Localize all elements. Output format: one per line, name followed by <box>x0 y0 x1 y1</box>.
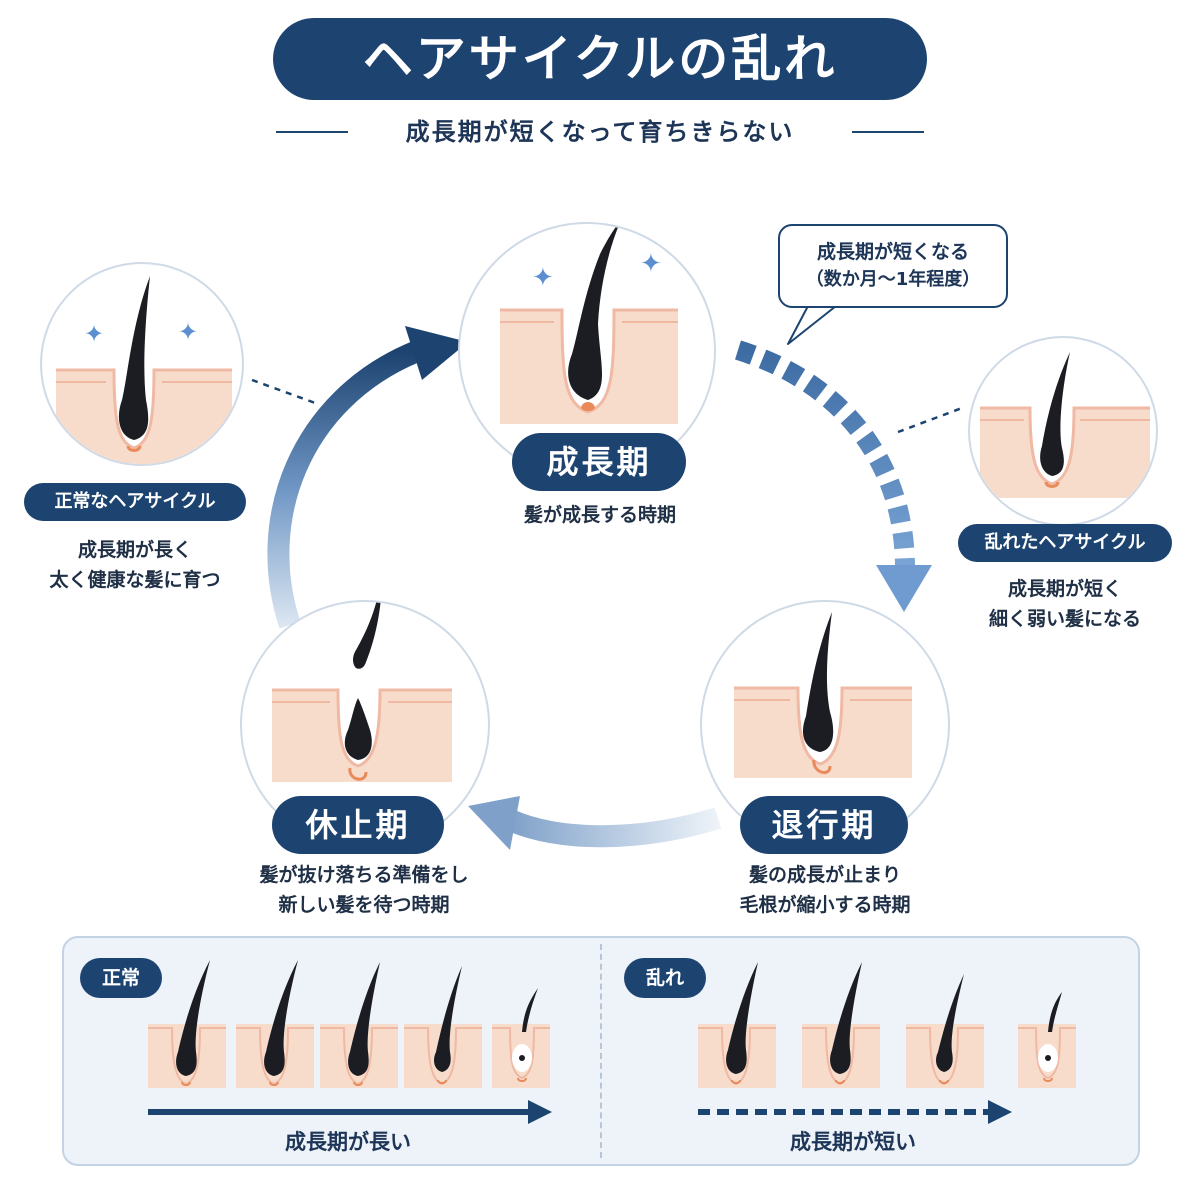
arrow-head-right <box>876 565 932 612</box>
arrow-resting-to-growth <box>267 341 420 629</box>
disrupted-caption: 成長期が短い <box>790 1130 916 1154</box>
regression-phase-desc: 髪の成長が止まり 毛根が縮小する時期 <box>739 864 911 916</box>
normal-cycle-label: 正常なヘアサイクル <box>24 483 246 521</box>
hair-follicle-icon <box>348 962 380 1076</box>
hair-follicle-icon <box>830 962 862 1074</box>
disrupted-cycle-circle <box>968 336 1158 526</box>
regression-phase-label: 退行期 <box>740 796 908 854</box>
arrow-icon <box>988 1100 1012 1124</box>
disrupted-tag: 乱れ <box>624 958 706 998</box>
normal-tag: 正常 <box>80 958 162 998</box>
arrow-head-bottom <box>468 796 520 850</box>
sparkle-icon: ✦ <box>84 320 104 348</box>
normal-caption: 成長期が長い <box>285 1130 411 1154</box>
subtitle-line-left <box>276 131 348 133</box>
hair-follicle-icon <box>176 960 210 1076</box>
normal-follicle-row <box>148 960 550 1088</box>
sparkle-icon: ✦ <box>640 249 662 279</box>
hair-follicle-icon <box>802 612 834 752</box>
hair-follicle-icon <box>568 224 620 400</box>
normal-cycle-circle: ✦ ✦ <box>40 262 244 466</box>
hair-follicle-icon <box>434 966 462 1072</box>
callout-box: 成長期が短くなる （数か月〜1年程度） <box>778 224 1008 308</box>
growth-phase-desc: 髪が成長する時期 <box>523 504 676 526</box>
normal-cycle-desc: 成長期が長く 太く健康な髪に育つ <box>49 539 221 591</box>
hair-follicle-icon <box>726 962 758 1074</box>
disrupted-cycle-label: 乱れたヘアサイクル <box>958 524 1172 562</box>
subtitle-line-right <box>852 131 924 133</box>
subtitle: 成長期が短くなって育ちきらない <box>405 118 795 146</box>
callout-tail <box>787 305 837 345</box>
hair-follicle-icon <box>936 974 964 1072</box>
growth-phase-label: 成長期 <box>512 433 686 491</box>
disrupted-cycle-desc: 成長期が短く 細く弱い髪になる <box>988 578 1141 630</box>
page-title: ヘアサイクルの乱れ <box>273 18 927 100</box>
sparkle-icon: ✦ <box>178 318 198 346</box>
sparkle-icon: ✦ <box>532 263 554 293</box>
hair-follicle-icon <box>264 960 298 1076</box>
resting-phase-desc: 髪が抜け落ちる準備をし 新しい髪を待つ時期 <box>259 864 469 916</box>
hair-follicle-icon <box>1040 352 1070 476</box>
disrupted-follicle-row <box>698 962 1076 1088</box>
comparison-divider <box>600 944 602 1158</box>
arrow-head-left <box>405 326 468 380</box>
hair-follicle-icon <box>344 698 372 760</box>
arrow-icon <box>528 1100 552 1124</box>
hair-follicle-icon <box>118 276 150 440</box>
arrow-regression-to-resting <box>505 807 722 848</box>
callout-line-2: （数か月〜1年程度） <box>805 269 981 290</box>
callout-line-1: 成長期が短くなる <box>816 241 969 263</box>
resting-phase-label: 休止期 <box>272 796 444 854</box>
subtitle-row: 成長期が短くなって育ちきらない <box>276 114 924 150</box>
